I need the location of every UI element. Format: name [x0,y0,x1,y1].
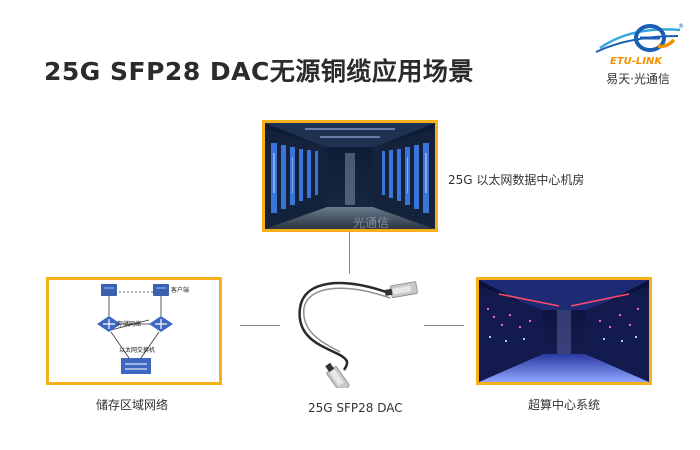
dac-cable-caption: 25G SFP28 DAC [308,401,403,415]
hpc-image [476,277,652,385]
datacenter-caption: 25G 以太网数据中心机房 [448,173,585,187]
connector-left [240,325,280,326]
logo-brand-text: ETU-LINK [610,56,663,67]
connector-right [424,325,464,326]
hpc-caption: 超算中心系统 [528,398,601,412]
storage-switch-label: 存储网络 [117,320,141,328]
svg-text:®: ® [678,23,684,30]
client-label: 客户端 [171,286,189,294]
company-logo: ® ETU-LINK 易天·光通信 [592,18,684,88]
dac-cable-image [282,268,422,393]
connector-top [349,232,350,274]
watermark-text: 光通信 [353,216,389,229]
storage-network-image: 存储网络 客户端 以太网交换机 [46,277,222,385]
etu-link-logo-icon: ® ETU-LINK [595,23,684,67]
ethernet-switch-label: 以太网交换机 [119,346,155,354]
storage-caption: 储存区域网络 [96,398,169,412]
datacenter-image: 光通信 [262,120,438,232]
company-name: 易天·光通信 [606,72,670,86]
page-title: 25G SFP28 DAC无源铜缆应用场景 [44,57,474,86]
